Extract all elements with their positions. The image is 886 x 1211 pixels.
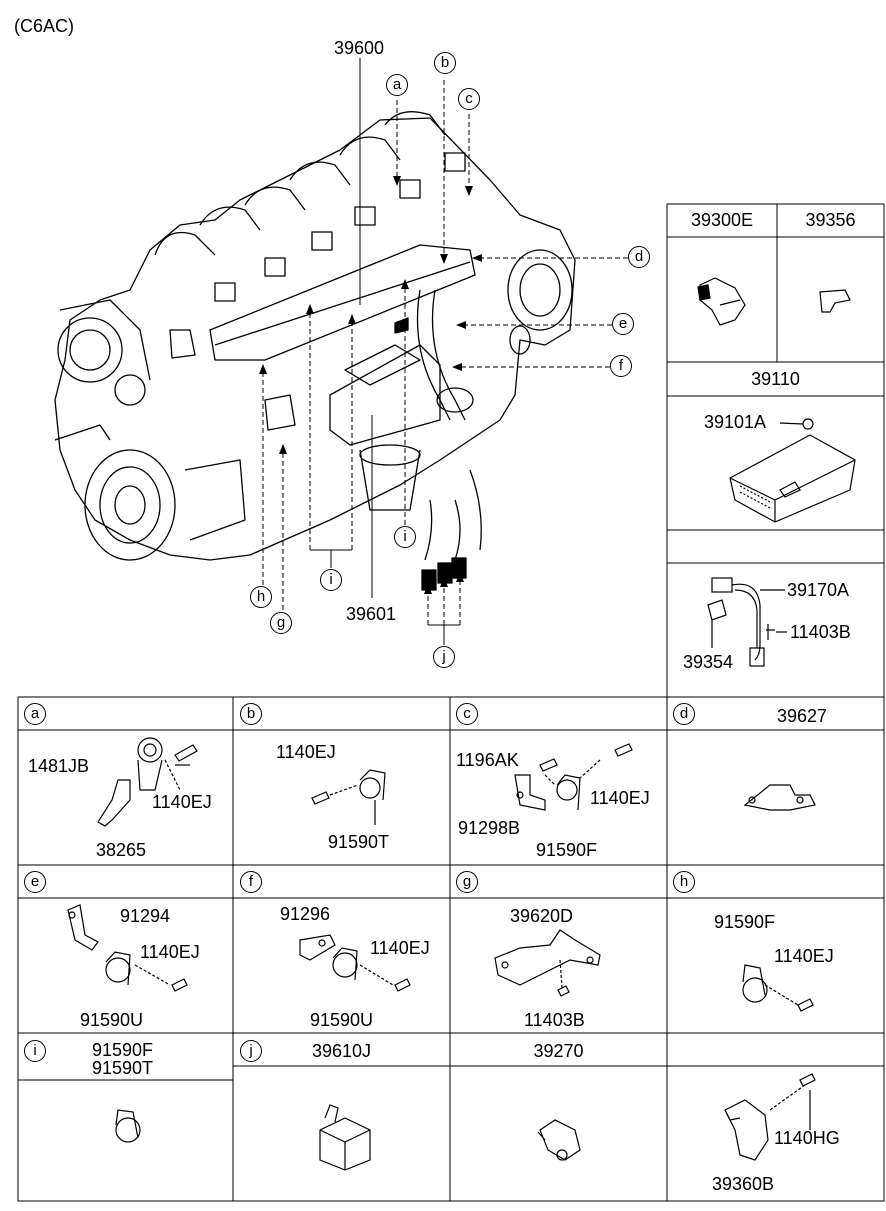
detail-d-letter[interactable]: d — [673, 703, 695, 725]
detail-c-part-1140EJ: 1140EJ — [590, 788, 650, 808]
callout-i-lower[interactable]: i — [320, 569, 342, 591]
detail-a-part-1481JB: 1481JB — [28, 756, 90, 776]
detail-f-part-1140EJ: 1140EJ — [370, 938, 430, 958]
detail-c-part-91298B: 91298B — [458, 818, 521, 838]
model-code: (C6AC) — [14, 16, 75, 36]
part-39170A: 39170A — [787, 580, 850, 600]
callout-j[interactable]: j — [433, 646, 455, 668]
detail-c-part-91590F: 91590F — [536, 840, 598, 860]
detail-39270-title: 39270 — [533, 1041, 584, 1061]
detail-j-letter[interactable]: j — [240, 1040, 262, 1062]
detail-e-letter[interactable]: e — [24, 871, 46, 893]
detail-part-1140HG: 1140HG — [774, 1128, 840, 1148]
part-39354: 39354 — [683, 652, 734, 672]
detail-b-part-91590T: 91590T — [328, 832, 390, 852]
detail-i-part-91590T: 91590T — [92, 1058, 154, 1078]
detail-d-title: 39627 — [776, 706, 828, 726]
detail-c-part-1196AK: 1196AK — [456, 750, 519, 770]
bracket-part-number: 39601 — [346, 604, 397, 624]
detail-j-title: 39610J — [311, 1041, 372, 1061]
callout-h[interactable]: h — [250, 586, 272, 608]
callout-i-upper[interactable]: i — [394, 526, 416, 548]
part-11403B-side: 11403B — [790, 622, 851, 642]
detail-a-letter[interactable]: a — [24, 703, 46, 725]
detail-f-letter[interactable]: f — [240, 871, 262, 893]
part-39356: 39356 — [805, 210, 856, 230]
part-39300E: 39300E — [690, 210, 754, 230]
callout-b[interactable]: b — [434, 52, 456, 74]
detail-h-part-91590F: 91590F — [714, 912, 776, 932]
detail-h-part-1140EJ: 1140EJ — [774, 946, 834, 966]
detail-b-letter[interactable]: b — [240, 703, 262, 725]
detail-i-part-91590F: 91590F — [92, 1040, 154, 1060]
detail-c-letter[interactable]: c — [456, 703, 478, 725]
detail-a-part-1140EJ: 1140EJ — [152, 792, 212, 812]
callout-f[interactable]: f — [610, 355, 632, 377]
harness-part-number: 39600 — [334, 38, 385, 58]
detail-f-part-91590U: 91590U — [310, 1010, 374, 1030]
detail-e-part-91590U: 91590U — [80, 1010, 144, 1030]
callout-d[interactable]: d — [628, 246, 650, 268]
callout-e[interactable]: e — [612, 313, 634, 335]
callout-g[interactable]: g — [270, 612, 292, 634]
callout-c[interactable]: c — [458, 88, 480, 110]
detail-b-part-1140EJ: 1140EJ — [276, 742, 336, 762]
detail-g-part-11403B: 11403B — [524, 1010, 585, 1030]
part-39101A: 39101A — [704, 412, 767, 432]
callout-a[interactable]: a — [386, 74, 408, 96]
detail-a-part-38265: 38265 — [96, 840, 147, 860]
detail-f-part-91296: 91296 — [280, 904, 331, 924]
detail-e-part-1140EJ: 1140EJ — [140, 942, 200, 962]
detail-h-letter[interactable]: h — [673, 871, 695, 893]
detail-g-part-39620D: 39620D — [510, 906, 574, 926]
part-39110-title: 39110 — [751, 369, 800, 389]
detail-i-letter[interactable]: i — [24, 1040, 46, 1062]
detail-g-letter[interactable]: g — [456, 871, 478, 893]
detail-part-39360B: 39360B — [712, 1174, 775, 1194]
detail-e-part-91294: 91294 — [120, 906, 171, 926]
